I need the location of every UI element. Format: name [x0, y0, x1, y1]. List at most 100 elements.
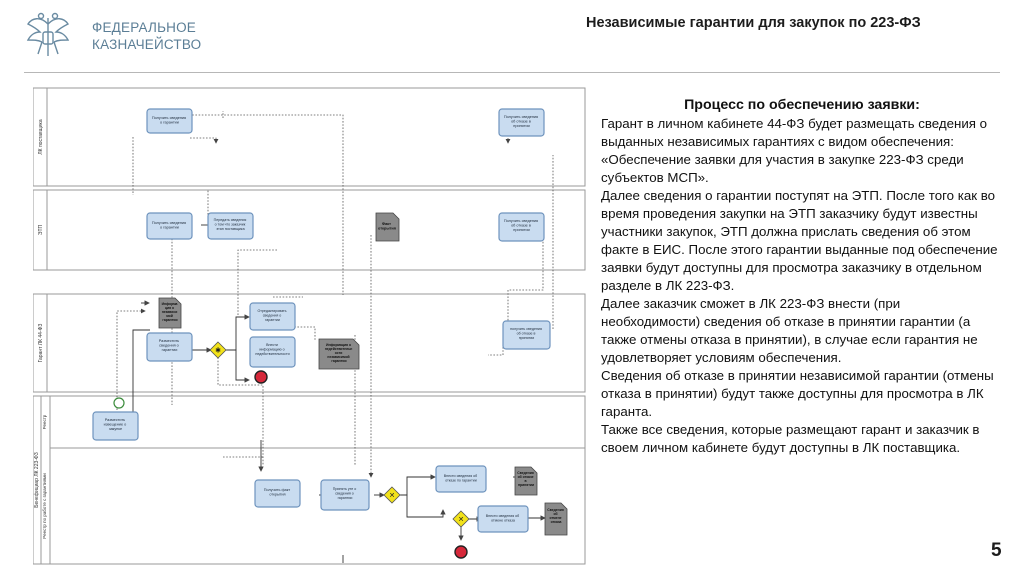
- svg-text:Разместить извещение о: Разместить извещение о закупке: [104, 418, 128, 431]
- task-text: Передать сведения: [214, 218, 247, 222]
- task-text: гарантии: [265, 318, 280, 322]
- gateway-beneficiary-2: ✕: [452, 510, 470, 528]
- task-text: Получить сведения: [504, 219, 538, 223]
- task-get-opening-fact: Получить факт открытия: [254, 479, 301, 508]
- doc-text: недействительн: [325, 347, 353, 351]
- svg-text:Внести сведения об отказ: Внести сведения об отказе по гарантии: [444, 474, 479, 482]
- lane-label: Бенефициар ЛК 223-ФЗ: [34, 452, 40, 508]
- svg-text:Отредактировать сведения: Отредактировать сведения о гарантии: [257, 309, 287, 322]
- doc-text: отмене: [550, 516, 562, 520]
- task-text: отказе по гарантии: [445, 478, 477, 482]
- svg-text:Передать сведения о том: Передать сведения о том что заказчик эта…: [214, 218, 248, 231]
- task-text: Получить сведения: [504, 115, 538, 119]
- process-diagram: ЛК поставщика ЭТП Гарант ЛК 44-ФЗ Бенефи…: [33, 87, 586, 565]
- task-text: Отредактировать: [257, 309, 286, 313]
- svg-text:✕: ✕: [389, 493, 395, 500]
- task-text: о гарантии: [160, 121, 179, 125]
- svg-text:Получить факт открытия: Получить факт открытия: [264, 488, 291, 497]
- doc-text: об: [553, 512, 557, 516]
- svg-text:получить сведения об отк: получить сведения об отказе в принятии: [510, 327, 543, 340]
- task-text: закупке: [109, 427, 122, 431]
- doc-text: ция о: [165, 306, 174, 310]
- task-text: этап поставщика: [216, 227, 244, 231]
- svg-text:Получить сведения об отк: Получить сведения об отказе в принятии: [504, 219, 539, 232]
- task-text: сведения о: [335, 491, 354, 495]
- doc-invalidity-info: Информация о недействительн ости независ…: [318, 338, 360, 370]
- task-text: Внести: [266, 343, 278, 347]
- paragraph: Также все сведения, которые размещают га…: [601, 422, 980, 455]
- task-text: о том что заказчик: [215, 222, 246, 226]
- task-receive-refusal-guarantor: получить сведения об отказе в принятии: [502, 320, 551, 350]
- lane-guarantor: Гарант ЛК 44-ФЗ: [33, 293, 586, 393]
- lane-label: ЛК поставщика: [38, 119, 44, 154]
- page-number: 5: [991, 540, 1002, 561]
- header-divider: [24, 72, 1000, 73]
- svg-text:Сведения об отмене: Сведения об отмене отказа: [547, 508, 564, 524]
- doc-text: гарантии: [162, 318, 177, 322]
- svg-text:Получить сведения о гара: Получить сведения о гарантии: [152, 221, 187, 230]
- task-text: сведения о: [263, 313, 282, 317]
- svg-text:Принять уте о сведения о: Принять уте о сведения о гарантии: [333, 487, 357, 500]
- doc-cancel-refusal-info: Сведения об отмене отказа: [544, 502, 568, 536]
- task-text: Принять уте о: [333, 487, 356, 491]
- paragraph: Далее сведения о гарантии поступят на ЭТ…: [601, 188, 998, 293]
- org-logo-text: ФЕДЕРАЛЬНОЕ КАЗНАЧЕЙСТВО: [92, 19, 201, 53]
- svg-text:Внести информацию о: Внести информацию о недействительности: [255, 343, 289, 356]
- end-event-guarantor: [254, 370, 268, 384]
- task-text: гарантии: [162, 348, 178, 352]
- task-accept-guarantee: Принять уте о сведения о гарантии: [320, 479, 370, 511]
- treasury-emblem-logo: [26, 12, 70, 56]
- task-invalidity-info: Внести информацию о недействительности: [249, 336, 296, 368]
- doc-opening-fact: Факт открытия: [375, 212, 400, 242]
- doc-text: принятии: [518, 483, 534, 487]
- doc-text: об отказе: [518, 475, 534, 479]
- task-text: отмене отказа: [491, 518, 515, 522]
- page-title: Независимые гарантии для закупок по 223-…: [586, 15, 921, 31]
- task-receive-guarantee-supplier: Получить сведения о гарантии: [146, 108, 193, 134]
- org-name-line2: КАЗНАЧЕЙСТВО: [92, 37, 202, 52]
- task-text: об отказе в: [511, 224, 531, 228]
- doc-text: в: [524, 479, 526, 483]
- doc-text: Информация о: [326, 343, 351, 347]
- task-send-info-etp: Передать сведения о том что заказчик эта…: [207, 212, 254, 240]
- paragraph: Сведения об отказе в принятии независимо…: [601, 368, 994, 419]
- task-text: об отказе в: [511, 120, 531, 124]
- lane-supplier: ЛК поставщика: [33, 87, 586, 187]
- task-edit-guarantee: Отредактировать сведения о гарантии: [249, 302, 296, 331]
- svg-text:✕: ✕: [458, 517, 464, 524]
- doc-text: отказа: [551, 520, 562, 524]
- task-text: Разместить: [105, 418, 125, 422]
- svg-text:✱: ✱: [215, 347, 221, 355]
- task-receive-guarantee-etp: Получить сведения о гарантии: [146, 212, 193, 240]
- svg-text:Получить сведения о гара: Получить сведения о гарантии: [152, 116, 187, 125]
- task-text: Получить факт: [264, 488, 291, 492]
- process-heading: Процесс по обеспечению заявки:: [684, 97, 920, 113]
- sublane-label: Реестр по работе с гарантиями: [42, 473, 47, 539]
- doc-text: независи: [162, 310, 178, 314]
- process-description: Процесс по обеспечению заявки: Гарант в …: [601, 96, 1003, 457]
- task-text: об отказе в: [517, 331, 536, 335]
- task-text: извещение о: [104, 423, 127, 427]
- task-text: открытия: [269, 493, 285, 497]
- start-event: [113, 397, 125, 409]
- svg-text:Факт открытия: Факт открытия: [378, 222, 396, 231]
- end-event-beneficiary: [454, 545, 468, 559]
- task-text: принятии: [513, 124, 529, 128]
- paragraph: Далее заказчик сможет в ЛК 223-ФЗ внести…: [601, 296, 978, 365]
- task-enter-cancel-refusal: Внести сведения об отмене отказа: [477, 505, 529, 533]
- task-text: принятии: [513, 228, 529, 232]
- doc-refusal-info: Сведения об отказе в принятии: [514, 466, 538, 496]
- doc-text: Сведения: [517, 471, 534, 475]
- doc-text: Информа: [162, 302, 178, 306]
- lane-etp: ЭТП: [33, 189, 586, 271]
- task-text: Внести сведения об: [486, 514, 520, 518]
- task-publish-notice: Разместить извещение о закупке: [92, 411, 139, 441]
- svg-text:Сведения об отказе: Сведения об отказе в принятии: [517, 471, 534, 487]
- paragraph: Гарант в личном кабинете 44-ФЗ будет раз…: [601, 116, 988, 185]
- task-text: Получить сведения: [152, 221, 186, 225]
- task-text: принятии: [519, 336, 535, 340]
- task-text: Получить сведения: [152, 116, 186, 120]
- doc-text: гарантии: [331, 359, 346, 363]
- gateway-beneficiary-1: ✕: [383, 486, 401, 504]
- lane-label: ЭТП: [38, 224, 44, 235]
